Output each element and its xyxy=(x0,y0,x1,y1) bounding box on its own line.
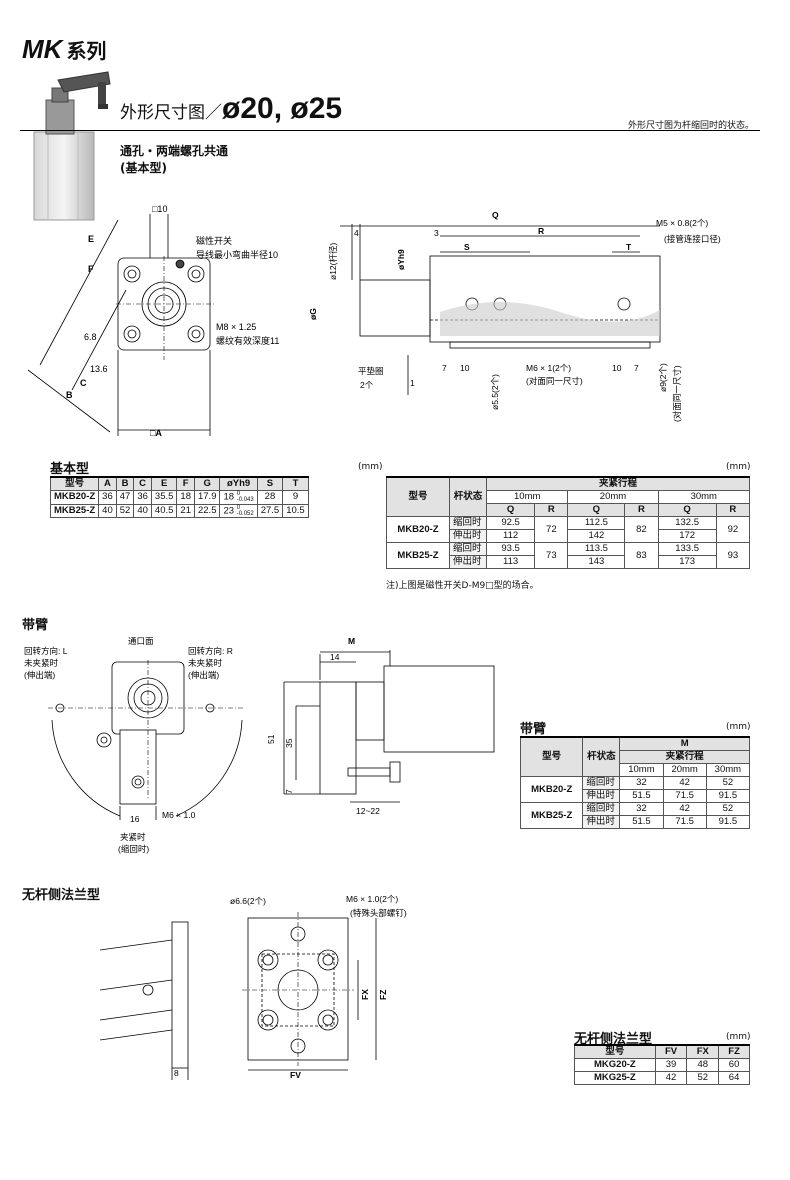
arm-table: 型号 杆状态 M 夹紧行程 10mm 20mm 30mm MKB20-Z 缩回时… xyxy=(519,736,751,829)
svg-text:Q: Q xyxy=(492,210,499,220)
header-divider xyxy=(20,130,760,131)
svg-text:(缩回时): (缩回时) xyxy=(118,844,149,854)
svg-text:4: 4 xyxy=(354,228,359,238)
svg-text:B: B xyxy=(66,390,73,400)
svg-text:M6 × 1.0(2个): M6 × 1.0(2个) xyxy=(346,894,398,904)
svg-text:8: 8 xyxy=(174,1068,179,1078)
svg-text:(接管连接口径): (接管连接口径) xyxy=(664,234,721,244)
svg-text:□10: □10 xyxy=(152,204,167,214)
flange-front-drawing: ø6.6(2个) M6 × 1.0(2个) (特殊头部螺钉) FX FZ FV xyxy=(230,894,407,1080)
svg-text:□A: □A xyxy=(150,428,162,438)
svg-text:导线最小弯曲半径10: 导线最小弯曲半径10 xyxy=(196,249,278,260)
svg-text:10: 10 xyxy=(612,363,622,373)
svg-text:7: 7 xyxy=(284,789,294,794)
basic-table-title: 基本型 xyxy=(50,462,90,477)
svg-text:51: 51 xyxy=(266,734,276,744)
svg-text:2个: 2个 xyxy=(360,380,374,390)
page-heading: 外形尺寸图／ø20, ø25 xyxy=(120,92,343,125)
svg-text:35: 35 xyxy=(284,738,294,748)
flange-table-title: 无杆侧法兰型 xyxy=(574,1032,653,1047)
svg-text:F: F xyxy=(88,264,94,274)
basic-side-drawing: Q R S T 4 3 ø12(杆径) øYh9 øG M5 × 0.8(2个)… xyxy=(308,210,721,422)
arm-table-title: 带臂 xyxy=(520,722,547,737)
arm-side-drawing: M 14 51 35 7 12~22 xyxy=(266,636,495,816)
svg-text:平垫圈: 平垫圈 xyxy=(358,366,384,376)
svg-text:6.8: 6.8 xyxy=(84,332,97,342)
basic-front-drawing: □10 E F C B □A 6.8 13.6 磁性开关 导线最小弯曲半径10 … xyxy=(27,204,279,438)
svg-text:7: 7 xyxy=(634,363,639,373)
svg-text:3: 3 xyxy=(434,228,439,238)
svg-text:(伸出端): (伸出端) xyxy=(24,670,55,680)
svg-text:ø6.6(2个): ø6.6(2个) xyxy=(230,896,266,906)
drawing-subtitle: 通孔・两端螺孔共通(基本型) xyxy=(120,144,229,175)
svg-text:(特殊头部螺钉): (特殊头部螺钉) xyxy=(350,908,407,918)
svg-text:FZ: FZ xyxy=(378,990,388,1000)
svg-text:磁性开关: 磁性开关 xyxy=(196,235,232,246)
svg-text:M6 × 1(2个): M6 × 1(2个) xyxy=(526,363,571,373)
svg-text:(伸出端): (伸出端) xyxy=(188,670,219,680)
svg-text:(对面同一尺寸): (对面同一尺寸) xyxy=(526,376,583,386)
svg-text:E: E xyxy=(88,234,94,244)
svg-text:10: 10 xyxy=(460,363,470,373)
stroke-table-unit: (mm) xyxy=(726,462,751,472)
svg-text:øG: øG xyxy=(308,308,318,320)
basic-table-unit: (mm) xyxy=(358,462,383,472)
svg-text:M6 × 1.0: M6 × 1.0 xyxy=(162,810,196,820)
svg-text:7: 7 xyxy=(442,363,447,373)
product-photo xyxy=(33,71,111,221)
arm-table-unit: (mm) xyxy=(726,722,751,732)
stroke-table-note: 注)上图是磁性开关D-M9□型的场合。 xyxy=(386,581,539,591)
svg-text:S: S xyxy=(464,242,470,252)
svg-text:通口面: 通口面 xyxy=(128,636,154,646)
svg-text:回转方向: L: 回转方向: L xyxy=(24,646,68,656)
svg-text:16: 16 xyxy=(130,814,140,824)
svg-text:ø5.5(2个): ø5.5(2个) xyxy=(490,374,500,410)
svg-text:øYh9: øYh9 xyxy=(396,249,406,270)
svg-text:M8 × 1.25: M8 × 1.25 xyxy=(216,322,256,332)
svg-text:螺纹有效深度11: 螺纹有效深度11 xyxy=(216,335,279,346)
svg-text:C: C xyxy=(80,378,87,388)
svg-text:回转方向: R: 回转方向: R xyxy=(188,646,233,656)
svg-text:T: T xyxy=(626,242,632,252)
page-note: 外形尺寸图为杆缩回时的状态。 xyxy=(627,121,754,131)
svg-text:R: R xyxy=(538,226,544,236)
svg-text:14: 14 xyxy=(330,652,340,662)
svg-text:13.6: 13.6 xyxy=(90,364,108,374)
arm-section-title: 带臂 xyxy=(22,618,49,633)
arm-front-drawing: 回转方向: L 未夹紧时 (伸出端) 通口面 回转方向: R 未夹紧时 (伸出端… xyxy=(24,636,244,854)
svg-text:1: 1 xyxy=(410,378,415,388)
svg-text:(对面同一尺寸): (对面同一尺寸) xyxy=(672,365,682,422)
svg-text:ø9(2个): ø9(2个) xyxy=(658,363,668,392)
flange-table-unit: (mm) xyxy=(726,1032,751,1042)
svg-text:夹紧时: 夹紧时 xyxy=(120,832,146,842)
svg-text:12~22: 12~22 xyxy=(356,806,380,816)
flange-section-title: 无杆侧法兰型 xyxy=(22,888,101,903)
svg-text:FX: FX xyxy=(360,989,370,1000)
svg-text:M: M xyxy=(348,636,355,646)
svg-text:未夹紧时: 未夹紧时 xyxy=(188,658,223,668)
svg-text:M5 × 0.8(2个): M5 × 0.8(2个) xyxy=(656,218,708,228)
flange-side-drawing: 8 xyxy=(99,921,189,1080)
svg-text:FV: FV xyxy=(290,1070,301,1080)
svg-text:ø12(杆径): ø12(杆径) xyxy=(328,243,338,280)
svg-text:未夹紧时: 未夹紧时 xyxy=(24,658,59,668)
